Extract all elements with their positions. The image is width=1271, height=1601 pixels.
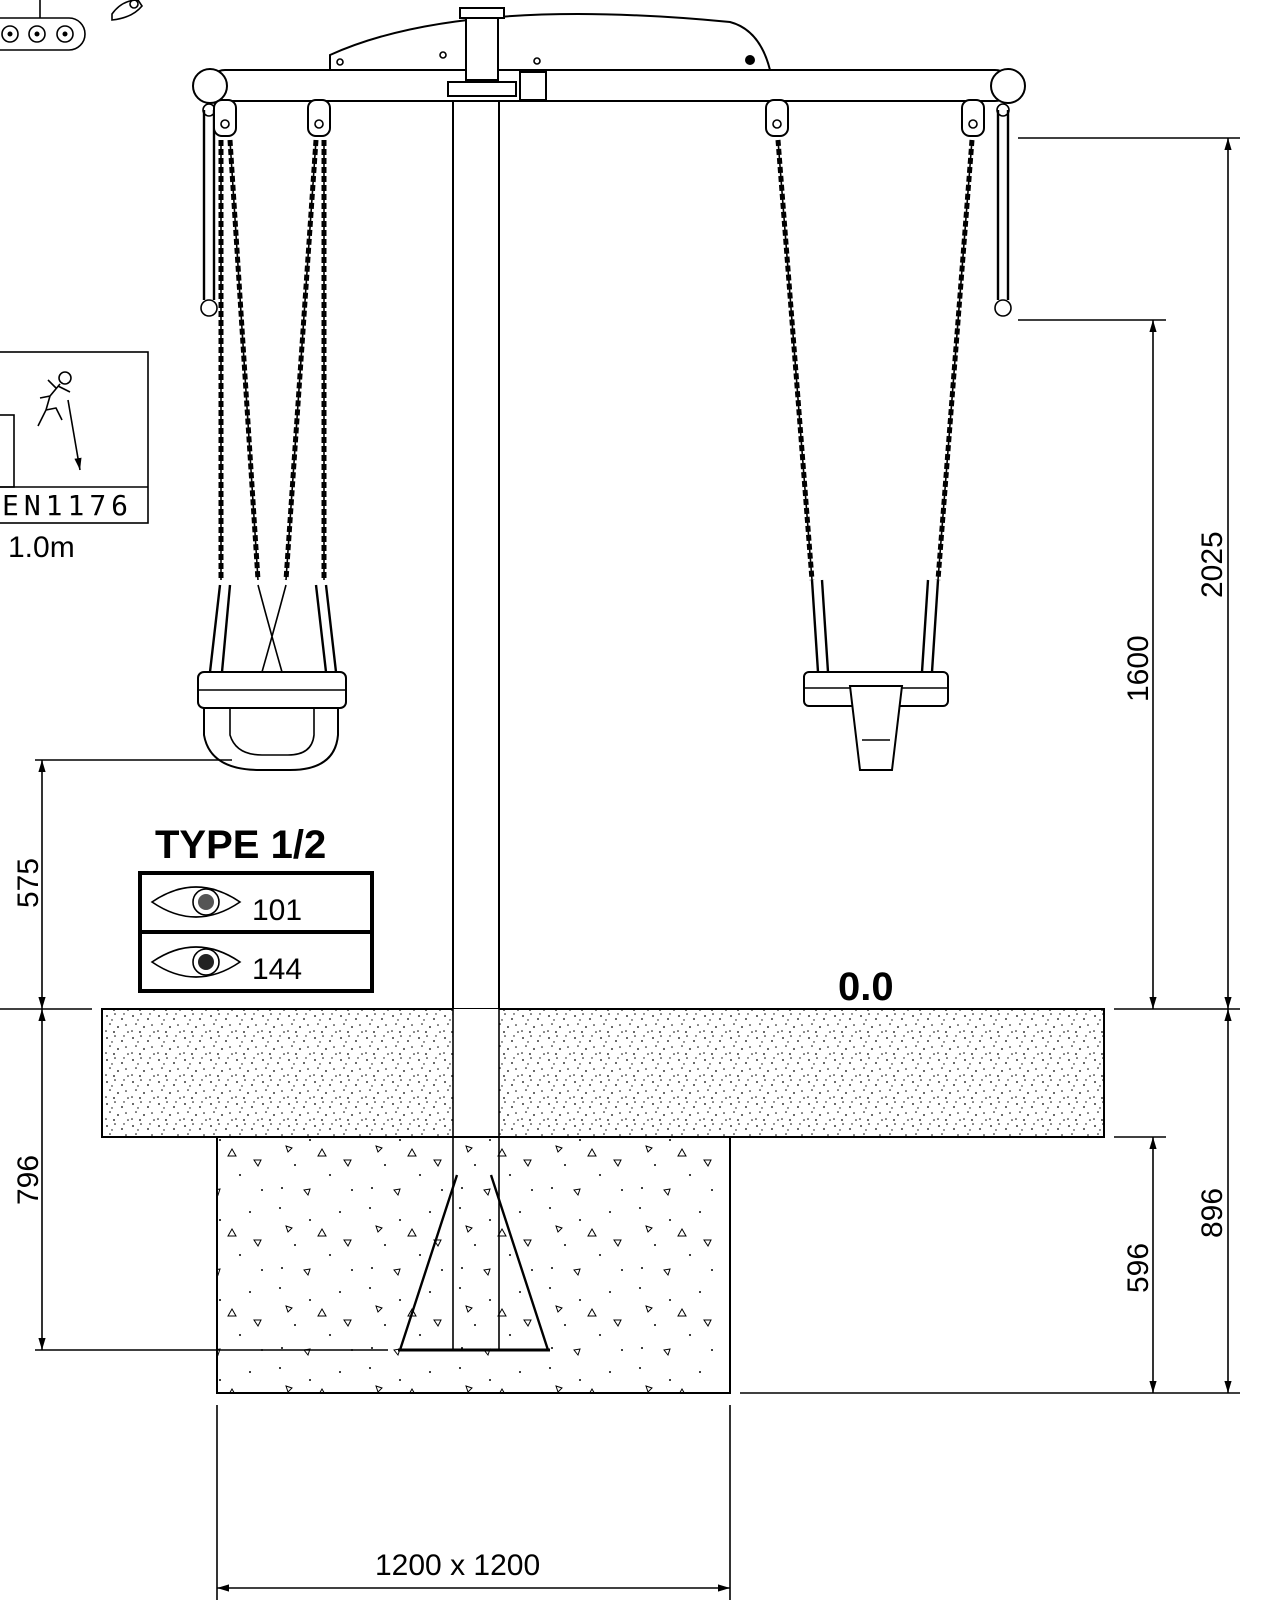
- right-swing-shackles: [765, 99, 985, 137]
- right-swing-chains: [775, 139, 975, 581]
- visibility-value-2: 144: [252, 953, 302, 986]
- concrete-foundation: [216, 1136, 731, 1394]
- eye-icon: [150, 886, 242, 918]
- foundation-size-value: 1200 x 1200: [375, 1549, 540, 1582]
- anchor-depth-value: 796: [12, 1155, 45, 1205]
- left-swing-chains: [218, 139, 327, 581]
- fall-height-box: EN1176: [0, 351, 149, 524]
- left-cradle-seat: [197, 584, 347, 771]
- dimension-foundation-depth: 596: [740, 1136, 1240, 1394]
- dimension-seat-clearance: 575: [12, 759, 232, 1009]
- partial-roller-icon: [0, 0, 143, 51]
- total-height-value: 2025: [1196, 531, 1229, 598]
- top-beam: [192, 7, 1026, 104]
- surfacing-layer: [101, 1008, 1105, 1138]
- visibility-table: 101 144: [138, 871, 374, 993]
- type-label: TYPE 1/2: [155, 823, 326, 867]
- seat-height-value: 1600: [1122, 635, 1155, 702]
- seat-clearance-value: 575: [12, 858, 45, 908]
- left-swing-shackles: [213, 99, 331, 137]
- standard-label: EN1176: [2, 489, 128, 522]
- fall-height-label: 1.0m: [8, 531, 75, 564]
- right-flat-seat: [803, 579, 949, 771]
- dimension-total-height: 2025: [1018, 137, 1240, 1009]
- dimension-anchor-depth: 796: [12, 1009, 388, 1351]
- visibility-value-1: 101: [252, 894, 302, 927]
- ground-level-label: 0.0: [838, 965, 894, 1009]
- left-end-rod: [200, 103, 218, 317]
- foundation-depth-value: 596: [1122, 1243, 1155, 1293]
- dimension-total-depth: 896: [1196, 1009, 1232, 1393]
- total-depth-value: 896: [1196, 1188, 1229, 1238]
- eye-icon: [150, 946, 242, 978]
- dimension-foundation-size: 1200 x 1200: [216, 1405, 731, 1600]
- falling-child-icon: [37, 371, 82, 471]
- right-end-rod: [994, 103, 1012, 317]
- main-post: [452, 100, 500, 1010]
- dimension-seat-height: 1600: [1018, 319, 1166, 1009]
